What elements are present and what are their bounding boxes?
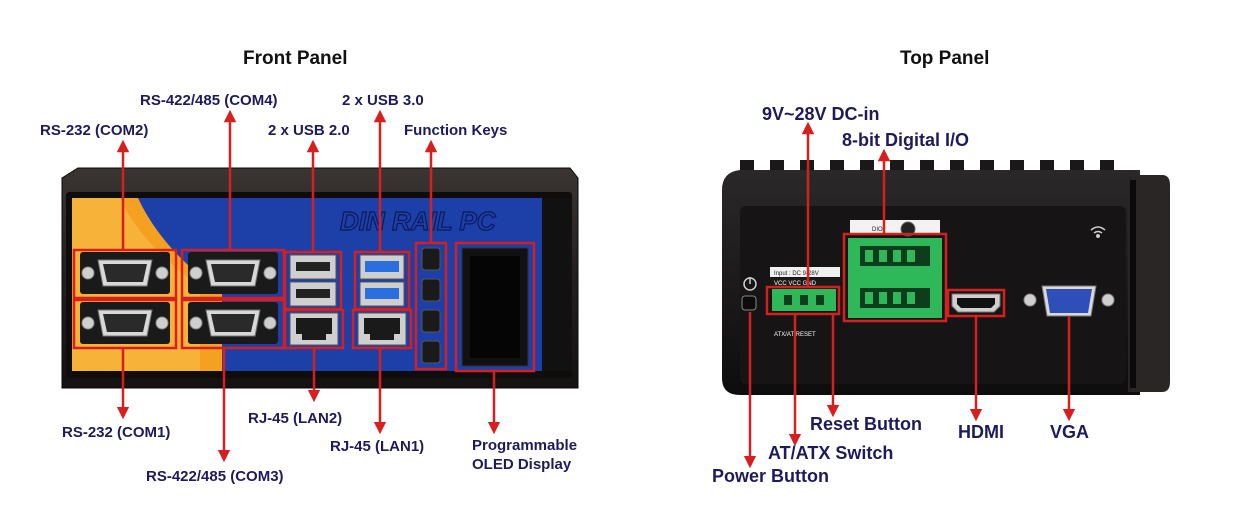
vga-port	[1023, 285, 1115, 317]
digital-io-terminal: DIO	[848, 220, 942, 318]
oled-display	[461, 247, 529, 367]
label-atx-switch: AT/ATX Switch	[768, 443, 894, 463]
label-function-keys: Function Keys	[404, 122, 508, 139]
label-power-button: Power Button	[712, 466, 829, 486]
svg-text:DIO: DIO	[872, 227, 883, 233]
label-usb2: 2 x USB 2.0	[268, 122, 350, 139]
front-panel-device: DIN RAIL PC	[61, 167, 579, 389]
wifi-icon	[1090, 226, 1106, 238]
front-panel-title: Front Panel	[243, 48, 348, 69]
label-com1: RS-232 (COM1)	[62, 424, 171, 441]
label-oled-line2: OLED Display	[472, 456, 572, 473]
lan2-port	[289, 312, 339, 346]
label-digital-io: 8-bit Digital I/O	[842, 130, 970, 150]
label-lan1: RJ-45 (LAN1)	[330, 438, 425, 455]
label-com3: RS-422/485 (COM3)	[146, 468, 284, 485]
front-callouts	[116, 109, 501, 463]
label-lan2: RJ-45 (LAN2)	[248, 410, 343, 427]
top-callouts	[743, 121, 1076, 469]
label-dc-in: 9V~28V DC-in	[762, 104, 880, 124]
usb2-ports	[289, 254, 337, 307]
label-com2: RS-232 (COM2)	[40, 122, 149, 139]
com-port-2	[80, 252, 170, 294]
usb3-ports	[359, 254, 405, 307]
svg-text:VCC VCC GND: VCC VCC GND	[774, 281, 817, 287]
com-port-3	[188, 302, 278, 344]
label-usb3: 2 x USB 3.0	[342, 92, 424, 109]
com-port-1	[80, 302, 170, 344]
com-port-4	[188, 252, 278, 294]
hdmi-port	[951, 293, 1001, 313]
lan1-port	[357, 312, 407, 346]
label-hdmi: HDMI	[958, 422, 1004, 442]
label-oled-line1: Programmable	[472, 437, 578, 454]
brand-logo-text: DIN RAIL PC	[340, 206, 497, 236]
label-reset-button: Reset Button	[810, 414, 922, 434]
label-vga: VGA	[1050, 422, 1090, 442]
top-panel-device: Input : DC 9-28V VCC VCC GND ATX/AT RESE…	[722, 160, 1170, 395]
dc-in-terminal: Input : DC 9-28V VCC VCC GND	[770, 267, 840, 311]
power-button	[741, 277, 757, 311]
top-panel-title: Top Panel	[900, 48, 990, 69]
function-keys	[421, 247, 441, 364]
label-com4: RS-422/485 (COM4)	[140, 92, 278, 109]
svg-text:Input : DC 9-28V: Input : DC 9-28V	[774, 271, 819, 277]
